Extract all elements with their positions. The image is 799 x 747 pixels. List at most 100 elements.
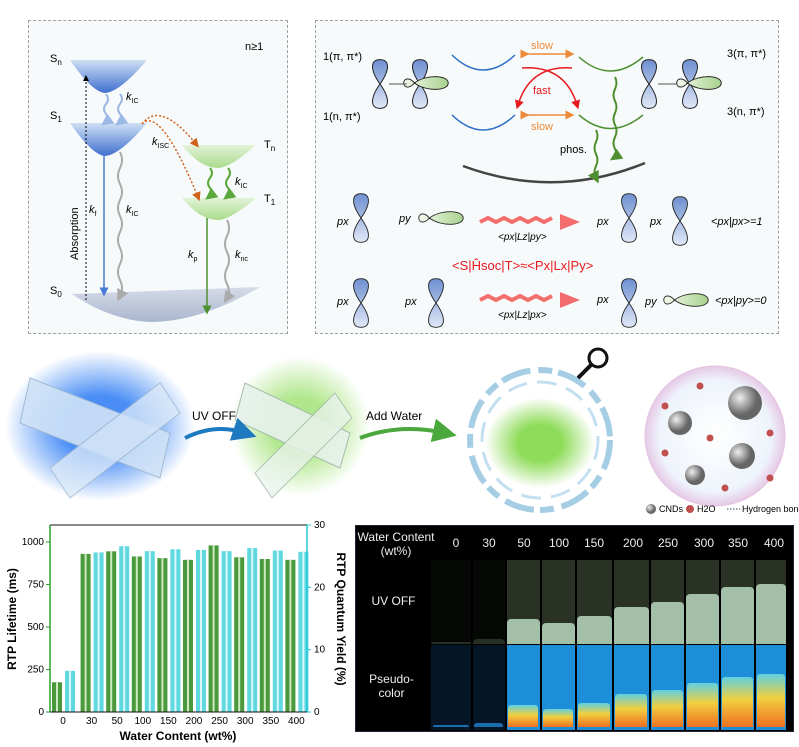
- bracket-px-lz-px: <px|Lz|px>: [498, 310, 547, 321]
- px-label: px: [336, 216, 349, 228]
- p-orbital-horizontal: [676, 76, 722, 90]
- y-axis-title: RTP Lifetime (ms): [5, 568, 19, 670]
- vial-uv-off: [541, 560, 575, 644]
- column-label: 300: [693, 536, 715, 550]
- water-molecules: [661, 382, 774, 492]
- column-label: 30: [482, 536, 496, 550]
- vial-uv-off: [576, 560, 612, 644]
- p-orbital-vertical: [353, 278, 369, 328]
- triplet-pipi-label: 3(π, π*): [727, 48, 766, 60]
- p-orbital-horizontal: [403, 76, 449, 90]
- slow-label: slow: [531, 121, 553, 133]
- n-note: n≥1: [245, 41, 263, 53]
- bar-highlight: [84, 553, 87, 712]
- cnd-particle: [729, 443, 755, 469]
- py-label: py: [644, 296, 658, 308]
- add-water-arrow: [359, 418, 457, 443]
- column-label: 50: [517, 536, 531, 550]
- cnds-legend-icon: [646, 504, 656, 514]
- crystal-green: [234, 382, 353, 499]
- triplet-npi-curve: [578, 114, 644, 130]
- svg-text:kISC: kISC: [152, 136, 169, 150]
- hydrogen-bond-sphere: [644, 365, 786, 507]
- vial-pseudocolor: [756, 645, 786, 730]
- column-label: 200: [622, 536, 644, 550]
- svg-text:kIC: kIC: [126, 204, 139, 218]
- singlet-pipi-label: 1(π, π*): [323, 51, 362, 63]
- x-tick-label: 150: [160, 716, 177, 727]
- py-label: py: [398, 213, 412, 225]
- x-tick-label: 200: [186, 716, 203, 727]
- bar-highlight: [187, 559, 189, 712]
- bar-highlight: [276, 550, 279, 712]
- column-label: 400: [763, 536, 785, 550]
- isc-arrow: [141, 114, 199, 148]
- row-label-pseudocolor: Pseudo-color: [369, 672, 414, 700]
- orbital-diagram: 1(π, π*) 1(n, π*) 3(π, π*) 3(n, π*) slow…: [323, 40, 767, 328]
- overlap-one: <px|px>=1: [711, 216, 762, 228]
- bar-highlight: [251, 548, 254, 712]
- rate-labels: kIC kISC kf kIC kIC kp knc: [89, 91, 248, 263]
- t1-level: [182, 198, 256, 220]
- ic-wave: [205, 167, 219, 200]
- s1-level: [70, 123, 147, 156]
- p-orbital-vertical: [353, 193, 369, 243]
- orbital-pairs: [353, 59, 722, 328]
- column-label: 350: [727, 536, 749, 550]
- bar-highlight: [148, 551, 151, 712]
- px-label: px: [404, 296, 417, 308]
- ic-wave: [223, 167, 237, 200]
- svg-text:kIC: kIC: [126, 91, 139, 105]
- svg-text:kIC: kIC: [235, 176, 248, 190]
- y-right-tick-label: 10: [314, 645, 326, 656]
- bar-highlight: [135, 556, 138, 712]
- y-right-tick-label: 20: [314, 582, 326, 593]
- vial-pseudocolor: [431, 645, 471, 730]
- vial-uv-off: [613, 560, 649, 644]
- jablonski-diagram: n≥1 Sn S1 S0 Tn T1 Absorption kIC kISC k…: [50, 41, 276, 322]
- kic-wave: [117, 151, 129, 302]
- svg-text:kp: kp: [188, 249, 198, 263]
- triplet-npi-label: 3(n, π*): [727, 106, 765, 118]
- px-label: px: [649, 216, 662, 228]
- singlet-npi-label: 1(n, π*): [323, 111, 361, 123]
- magnifier-icon: [576, 347, 609, 380]
- bar-highlight: [174, 549, 177, 712]
- p-orbital-vertical: [641, 59, 657, 109]
- sn-level: [70, 60, 147, 93]
- column-label: 100: [548, 536, 570, 550]
- bar-highlight: [56, 682, 58, 712]
- vial-pseudocolor: [721, 645, 754, 730]
- y-tick-label: 750: [27, 580, 44, 591]
- vial-pseudocolor: [686, 645, 719, 730]
- px-label: px: [596, 216, 609, 228]
- bar-highlight: [212, 545, 215, 712]
- p-orbital-vertical: [621, 193, 637, 243]
- row-label-uv-off: UV OFF: [371, 594, 416, 608]
- phos-label: phos.: [560, 144, 587, 156]
- process-illustration: UV OFF Add Water CNDs H2O Hydrogen bondi…: [5, 347, 799, 514]
- singlet-pipi-curve: [451, 54, 516, 71]
- y-right-tick-label: 30: [314, 520, 326, 531]
- vial-uv-off: [686, 560, 719, 644]
- y-tick-label: 250: [27, 665, 44, 676]
- bar-highlight: [289, 559, 292, 712]
- soc-arrow-allowed: [479, 215, 553, 225]
- cnd-particle: [668, 411, 692, 435]
- ground-state-curve: [462, 161, 646, 184]
- uv-off-label: UV OFF: [192, 409, 236, 423]
- vial-pseudocolor: [541, 645, 575, 730]
- water-swirl: [467, 367, 613, 513]
- vial-pseudocolor: [576, 645, 612, 730]
- cnd-particle: [685, 465, 705, 485]
- singlet-npi-curve: [451, 114, 516, 131]
- p-orbital-horizontal: [663, 293, 709, 307]
- y-tick-label: 1000: [22, 537, 45, 548]
- add-water-label: Add Water: [366, 409, 422, 423]
- y-tick-label: 500: [27, 622, 44, 633]
- absorption-label: Absorption: [69, 207, 81, 260]
- x-tick-label: 300: [237, 716, 254, 727]
- vial-pseudocolor: [613, 645, 649, 730]
- slow-label: slow: [531, 40, 553, 52]
